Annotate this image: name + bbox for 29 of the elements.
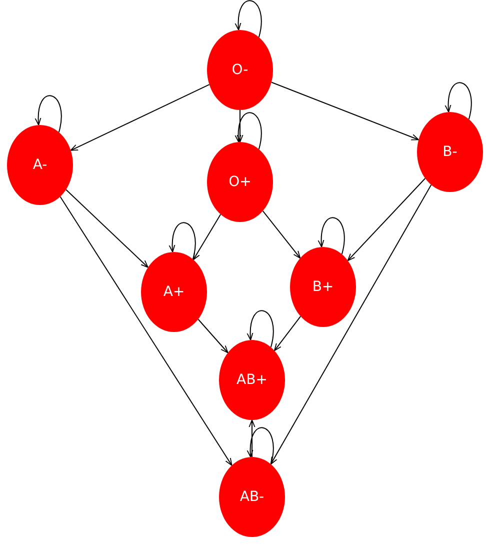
- arrow: [236, 110, 244, 142]
- self-loop-arrow: [445, 82, 472, 120]
- self-loop-arrow: [247, 310, 274, 348]
- node-label: B+: [312, 279, 334, 295]
- self-loop-arrow: [235, 0, 262, 38]
- blood-type-ellipse: [290, 247, 356, 327]
- arrow: [270, 184, 432, 465]
- node-label: O+: [228, 174, 252, 190]
- arrow: [270, 82, 420, 140]
- node-label: A-: [32, 157, 48, 173]
- arrow: [70, 84, 210, 151]
- arrow: [198, 318, 228, 354]
- self-loop-arrow: [169, 222, 196, 260]
- node-label: A+: [163, 284, 185, 300]
- node-label: AB+: [236, 372, 268, 388]
- node-label: B-: [442, 144, 458, 160]
- arrow: [66, 189, 148, 268]
- blood-type-ellipse: [141, 252, 207, 332]
- arrow: [262, 210, 301, 259]
- node-label: O-: [232, 62, 248, 78]
- self-loop-arrow: [35, 95, 62, 133]
- self-loop-arrow: [318, 217, 345, 255]
- arrow: [60, 196, 232, 466]
- arrow: [248, 420, 256, 458]
- node-label: AB-: [240, 489, 264, 505]
- arrow: [192, 214, 222, 260]
- arrow: [347, 178, 426, 262]
- arrow: [274, 316, 302, 352]
- self-loop-arrow: [235, 112, 262, 150]
